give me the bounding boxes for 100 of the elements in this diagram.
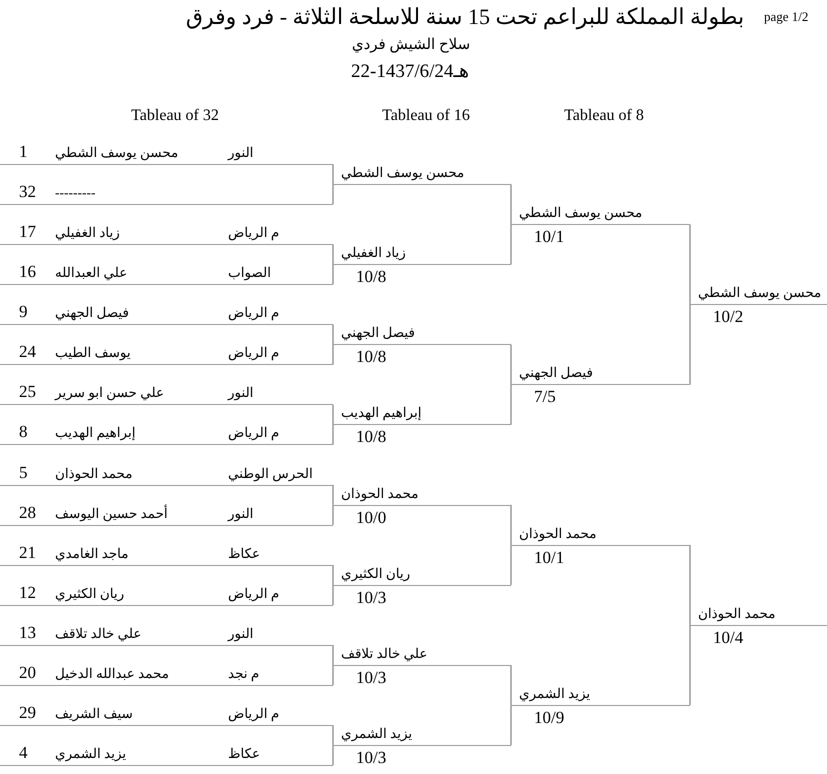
event-date: 22-1437/6/24هـ (351, 61, 469, 83)
bracket-connector (332, 164, 334, 186)
club-name: عكاظ (228, 746, 260, 762)
round-heading: Tableau of 32 (131, 107, 219, 126)
club-name: م الرياض (228, 586, 280, 602)
bracket-connector (510, 665, 512, 706)
bracket-connector (332, 184, 334, 204)
bracket-connector (332, 725, 334, 746)
fencer-name: فيصل الجهني (55, 305, 129, 321)
fencer-name: ريان الكثيري (341, 566, 410, 582)
bracket-connector (332, 264, 334, 284)
seed-number: 8 (19, 422, 28, 442)
fencer-name: محمد عبدالله الدخيل (55, 666, 169, 682)
bracket-connector (332, 344, 334, 365)
club-name: م نجد (228, 666, 260, 682)
bout-score: 7/5 (534, 387, 556, 407)
bracket-connector (510, 704, 512, 746)
bracket-connector (510, 504, 512, 546)
bracket-connector (332, 404, 334, 426)
fencer-name: محمد الحوذان (341, 486, 418, 502)
seed-number: 12 (19, 582, 36, 602)
fencer-name: محسن يوسف الشطي (341, 165, 464, 181)
club-name: م الرياض (228, 345, 280, 361)
bracket-connector (510, 384, 512, 425)
bracket-connector (332, 504, 334, 525)
fencer-name: علي حسن ابو سرير (55, 385, 164, 401)
bracket-connector (332, 664, 334, 686)
fencer-name: ريان الكثيري (55, 586, 124, 602)
club-name: النور (228, 145, 254, 161)
round-heading: Tableau of 8 (564, 107, 644, 126)
fencer-name: إبراهيم الهديب (341, 405, 422, 421)
fencer-name: محسن يوسف الشطي (55, 145, 178, 161)
seed-number: 13 (19, 622, 36, 642)
club-name: م الرياض (228, 425, 280, 441)
fencer-name: زياد الغفيلي (341, 245, 406, 261)
club-name: النور (228, 626, 254, 642)
bracket-connector (332, 584, 334, 606)
bout-score: 10/0 (356, 508, 386, 528)
fencer-name: فيصل الجهني (519, 365, 593, 381)
fencer-name: أحمد حسين اليوسف (55, 506, 168, 522)
bracket-connector (332, 244, 334, 266)
bracket-connector (689, 624, 691, 706)
fencer-name: --------- (55, 185, 96, 201)
fencer-name: محمد الحوذان (519, 526, 596, 542)
fencer-name: يزيد الشمري (55, 746, 126, 762)
bout-score: 10/3 (356, 668, 386, 688)
bracket-connector (689, 544, 691, 626)
bout-score: 10/3 (356, 748, 386, 768)
bout-score: 10/2 (713, 307, 744, 327)
bracket-connector (332, 645, 334, 666)
fencer-name: يزيد الشمري (341, 726, 412, 742)
fencer-name: علي خالد تلاقف (341, 646, 428, 662)
page-number: page 1/2 (764, 10, 808, 25)
club-name: م الرياض (228, 706, 280, 722)
bracket-connector (332, 564, 334, 586)
club-name: عكاظ (228, 546, 260, 562)
fencer-name: علي خالد تلاقف (55, 626, 142, 642)
club-name: النور (228, 506, 254, 522)
bracket-connector (689, 304, 691, 385)
seed-number: 24 (19, 342, 36, 362)
seed-number: 28 (19, 502, 36, 522)
club-name: م الرياض (228, 305, 280, 321)
bracket-connector (510, 184, 512, 226)
fencer-name: يوسف الطيب (55, 345, 131, 361)
bout-score: 10/1 (534, 227, 564, 247)
bracket-connector (332, 744, 334, 766)
fencer-name: فيصل الجهني (341, 325, 415, 341)
bracket-connector (689, 224, 691, 306)
bracket-connector (510, 224, 512, 264)
title: بطولة المملكة للبراعم تحت 15 سنة للاسلحة الثلاثة - فرد وفرق (186, 4, 744, 30)
club-name: الحرس الوطني (228, 466, 313, 482)
fencer-name: محسن يوسف الشطي (519, 205, 642, 221)
seed-number: 16 (19, 262, 36, 282)
seed-number: 17 (19, 222, 36, 242)
seed-number: 4 (19, 743, 28, 763)
fencer-name: يزيد الشمري (519, 686, 590, 702)
bout-score: 10/3 (356, 588, 386, 608)
fencer-name: محمد الحوذان (698, 606, 776, 622)
fencer-name: محمد الحوذان (55, 466, 132, 482)
seed-number: 32 (19, 182, 36, 202)
seed-number: 29 (19, 702, 36, 723)
bracket-connector (332, 424, 334, 445)
subtitle: سلاح الشيش فردي (352, 37, 470, 54)
club-name: الصواب (228, 265, 272, 281)
fencer-name: إبراهيم الهديب (55, 425, 136, 441)
seed-number: 21 (19, 542, 36, 562)
round-heading: Tableau of 16 (382, 107, 470, 126)
bracket-connector (332, 324, 334, 346)
bout-score: 10/9 (534, 708, 564, 728)
fencer-name: زياد الغفيلي (55, 225, 120, 241)
fencer-name: ماجد الغامدي (55, 546, 129, 562)
club-name: النور (228, 385, 254, 401)
seed-number: 20 (19, 662, 36, 682)
bout-score: 10/8 (356, 427, 386, 447)
bracket-connector (332, 484, 334, 506)
fencer-name: علي العبدالله (55, 265, 128, 281)
seed-number: 1 (19, 142, 28, 162)
seed-number: 5 (19, 462, 28, 482)
bracket-connector (510, 544, 512, 585)
fencer-name: سيف الشريف (55, 706, 133, 722)
